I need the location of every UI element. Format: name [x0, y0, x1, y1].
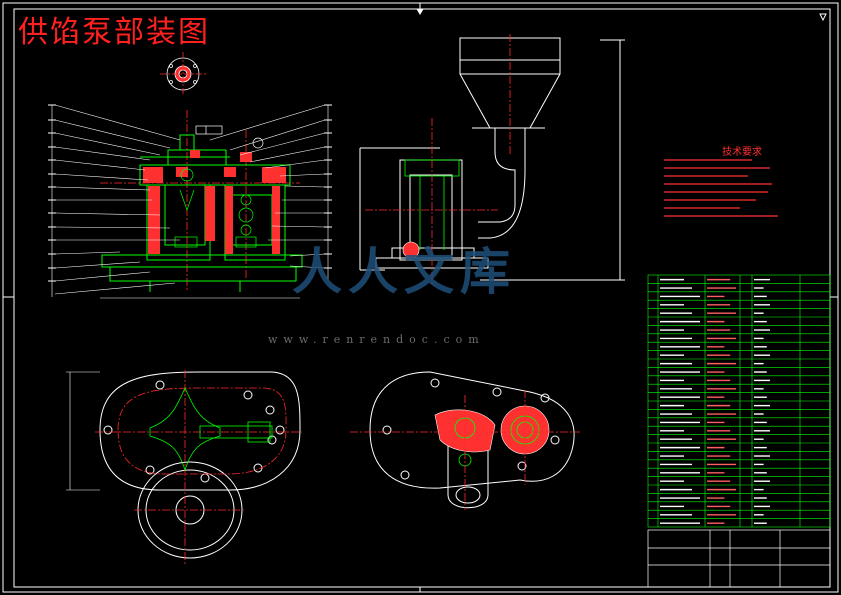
drawing-title: 供馅泵部装图	[18, 15, 210, 50]
parts-list-table	[647, 274, 831, 528]
watermark-logo: 人人文库	[292, 242, 516, 301]
watermark-url: www.renrendoc.com	[268, 333, 485, 346]
technical-requirements-block	[664, 159, 778, 217]
technical-requirements-title: 技术要求	[722, 147, 762, 158]
flange-detail	[160, 52, 206, 96]
gear-housing-section	[350, 371, 580, 510]
front-section-view	[48, 104, 332, 299]
hopper-side-view	[359, 34, 625, 285]
title-block	[647, 529, 831, 588]
bottom-left-plan-view	[66, 370, 302, 566]
